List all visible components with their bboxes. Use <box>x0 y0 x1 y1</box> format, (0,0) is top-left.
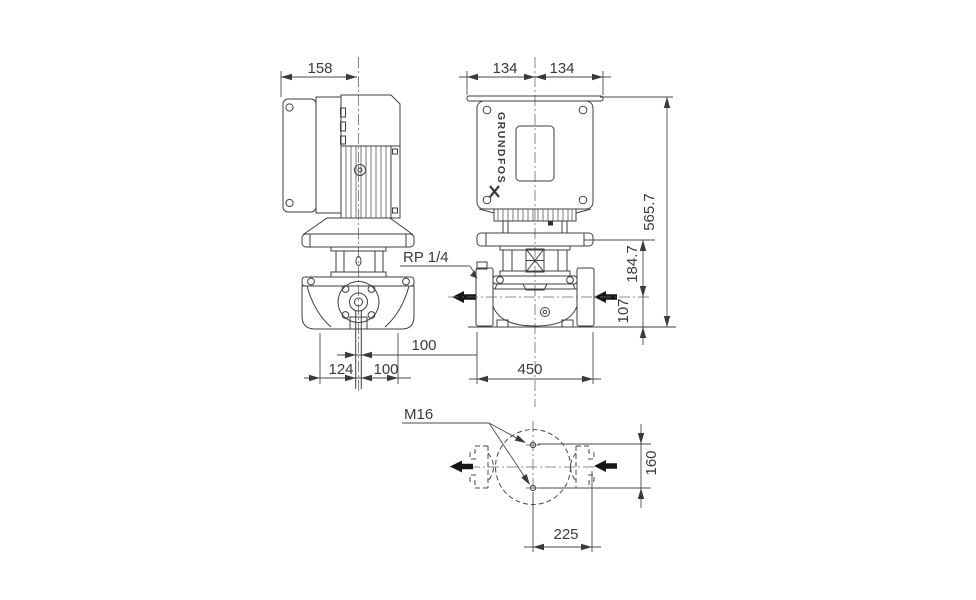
box-screw-icon <box>482 195 492 205</box>
terminal-box-cover <box>282 98 317 213</box>
front-control-box: GRUNDFOS <box>466 95 604 210</box>
front-pump <box>448 261 676 328</box>
vent-slot <box>340 121 346 132</box>
vent-slot <box>340 107 346 118</box>
bolt-callout: M16 <box>402 406 530 485</box>
dim-heights: 565.7 184.7 107 <box>584 96 673 345</box>
front-lantern <box>499 245 571 277</box>
dim-160-label: 160 <box>643 450 660 475</box>
rp14-label: RP 1/4 <box>403 249 449 266</box>
dim-bolt-spacing-160: 160 <box>538 424 660 508</box>
dim-port-offset-100: 100 <box>337 337 477 359</box>
volute-face <box>337 281 380 323</box>
cover-screw-icon <box>285 103 294 112</box>
flange-bolt-icon <box>307 277 315 286</box>
dim-565-label: 565.7 <box>641 193 658 231</box>
gauge-tap <box>476 261 488 270</box>
dim-length-450: 450 <box>469 332 601 384</box>
motor-bell <box>302 217 414 235</box>
front-view: 134 134 GRUNDFOS <box>448 57 676 407</box>
box-screw-icon <box>482 105 492 115</box>
vent-slot <box>340 135 346 145</box>
dim-100-lower-label: 100 <box>373 361 398 378</box>
box-screw-icon <box>578 105 588 115</box>
outlet-flow-arrow-icon <box>450 460 473 473</box>
dim-225-label: 225 <box>553 526 578 543</box>
motor-body <box>340 94 401 219</box>
dim-158-label: 158 <box>307 60 332 77</box>
drain-boss <box>349 316 368 330</box>
grundfos-x-mark <box>489 185 500 198</box>
display-window <box>515 125 555 182</box>
flange-bolt-icon <box>496 276 504 284</box>
dim-134-right-label: 134 <box>549 60 574 77</box>
flange-bolt-icon <box>402 277 410 286</box>
flange-bolt-icon <box>566 276 574 284</box>
seal-chamber <box>522 283 548 291</box>
dim-134-left-label: 134 <box>492 60 517 77</box>
top-left-flange-dashed <box>469 445 494 489</box>
dim-450-label: 450 <box>517 361 542 378</box>
terminal-box-body <box>315 96 342 214</box>
inlet-flow-arrow-icon <box>594 460 617 472</box>
dim-feet: 124 100 <box>304 333 411 384</box>
fan-ribs <box>497 209 573 221</box>
motor-screw-icon <box>354 164 366 176</box>
volute-front <box>492 305 578 327</box>
dim-width-158: 158 <box>280 60 357 97</box>
port-callout: RP 1/4 <box>400 249 478 279</box>
grundfos-logo: GRUNDFOS <box>495 112 507 184</box>
plug-icon <box>540 307 550 317</box>
dim-half-widths: 134 134 <box>459 60 611 95</box>
dim-107-label: 107 <box>615 298 632 323</box>
dim-124-label: 124 <box>328 361 353 378</box>
box-screw-icon <box>578 195 588 205</box>
motor-flange <box>301 233 415 248</box>
side-motor <box>282 94 415 248</box>
side-pump <box>301 276 415 389</box>
side-view: 158 <box>280 57 478 393</box>
m16-label: M16 <box>404 406 433 423</box>
dim-center-to-flange-225: 225 <box>524 471 601 552</box>
volute-body <box>301 285 415 330</box>
dim-100-upper-label: 100 <box>411 337 436 354</box>
cover-screw-icon <box>285 198 294 208</box>
dim-184-label: 184.7 <box>624 245 641 283</box>
top-view: M16 160 225 <box>402 406 660 552</box>
motor-fins <box>345 146 387 218</box>
